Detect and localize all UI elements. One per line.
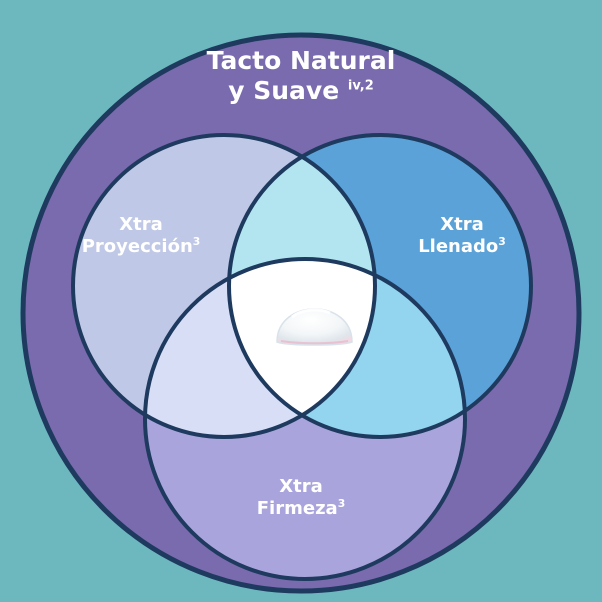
outer-label-line2-wrap: y Suave iv,2 — [151, 76, 451, 106]
outer-label-superscript: iv,2 — [347, 78, 374, 94]
outline-llenado — [227, 133, 533, 439]
label-llenado: Xtra Llenado3 — [387, 214, 537, 258]
label-proyeccion-line2-wrap: Proyección3 — [66, 236, 216, 258]
outline-firmeza — [143, 257, 467, 581]
label-proyeccion: Xtra Proyección3 — [66, 214, 216, 258]
label-llenado-line2: Llenado — [418, 236, 499, 257]
label-firmeza-line2-wrap: Firmeza3 — [226, 498, 376, 520]
label-firmeza: Xtra Firmeza3 — [226, 476, 376, 520]
label-proyeccion-superscript: 3 — [192, 235, 201, 248]
outer-label: Tacto Natural y Suave iv,2 — [151, 46, 451, 106]
label-proyeccion-line1: Xtra — [119, 214, 163, 235]
label-firmeza-line2: Firmeza — [256, 498, 338, 519]
label-llenado-superscript: 3 — [498, 235, 506, 248]
breast-implant-icon — [276, 308, 353, 346]
label-firmeza-line1: Xtra — [279, 476, 323, 497]
label-proyeccion-line2: Proyección — [81, 236, 193, 257]
label-llenado-line1: Xtra — [440, 214, 484, 235]
outer-label-line1: Tacto Natural — [206, 46, 396, 75]
outer-label-line2: y Suave — [228, 76, 340, 105]
outline-proyeccion — [71, 133, 377, 439]
label-llenado-line2-wrap: Llenado3 — [387, 236, 537, 258]
label-firmeza-superscript: 3 — [337, 497, 346, 510]
